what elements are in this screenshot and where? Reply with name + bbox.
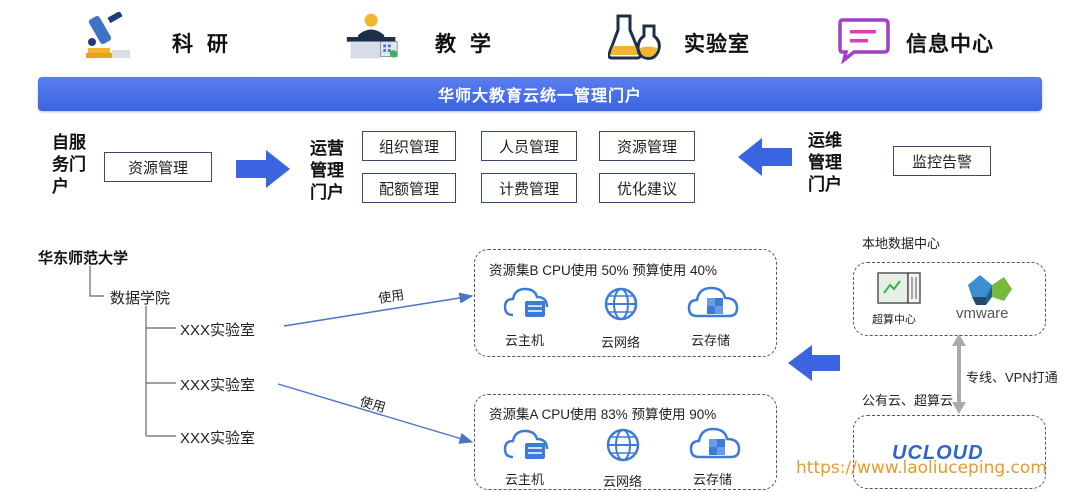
local-datacenter-box[interactable]: 超算中心 vmware	[853, 262, 1046, 336]
cloud-server-icon	[503, 429, 549, 459]
bidirectional-arrow-icon	[952, 334, 966, 414]
resource-set-title: 资源集A CPU使用 83% 预算使用 90%	[489, 407, 717, 422]
cloud-network-label: 云网络	[603, 474, 643, 489]
usage-edge-b	[283, 292, 474, 327]
quota-mgmt-box[interactable]: 配额管理	[362, 173, 456, 203]
usage-label: 使用	[377, 287, 406, 306]
optimization-advice-box[interactable]: 优化建议	[599, 173, 695, 203]
cloud-storage-icon	[689, 427, 741, 459]
globe-network-icon	[606, 428, 640, 462]
cloud-storage-icon	[687, 286, 739, 318]
monitoring-alert-box[interactable]: 监控告警	[893, 146, 991, 176]
public-cloud-label: 公有云、超算云	[862, 393, 954, 408]
resource-mgmt-box[interactable]: 资源管理	[599, 131, 695, 161]
arrow-left-icon	[788, 345, 840, 381]
watermark-url: https://www.laoliuceping.com	[796, 458, 1047, 478]
lab-node[interactable]: XXX实验室	[180, 430, 256, 447]
category-label: 实验室	[684, 33, 750, 56]
flask-icon	[608, 14, 661, 60]
message-icon	[838, 18, 890, 64]
resource-set-b[interactable]: 资源集B CPU使用 50% 预算使用 40% 云主机 云网络 云存储	[474, 249, 777, 357]
cloud-server-icon	[503, 287, 549, 317]
vmware-logo-icon	[968, 275, 1012, 305]
local-datacenter-label: 本地数据中心	[862, 236, 941, 251]
resource-set-a[interactable]: 资源集A CPU使用 83% 预算使用 90% 云主机 云网络 云存储	[474, 394, 777, 490]
lab-node[interactable]: XXX实验室	[180, 377, 256, 394]
category-research: 科 研	[82, 12, 252, 68]
unified-portal-banner: 华师大教育云统一管理门户	[38, 77, 1042, 111]
self-service-portal-label: 自服 务门 户	[52, 133, 86, 196]
link-label: 专线、VPN打通	[966, 370, 1058, 385]
cloud-network-label: 云网络	[601, 335, 641, 350]
public-cloud-box[interactable]: UCLOUD	[853, 415, 1046, 489]
microscope-icon	[86, 12, 130, 58]
cloud-storage-label: 云存储	[693, 472, 733, 487]
university-node: 华东师范大学	[38, 250, 129, 267]
college-node: 数据学院	[110, 290, 171, 307]
arrow-right-icon	[236, 150, 290, 188]
personnel-mgmt-box[interactable]: 人员管理	[481, 131, 577, 161]
category-teaching: 教 学	[345, 12, 515, 68]
ucloud-logo: UCLOUD	[892, 442, 984, 464]
category-info-center: 信息中心	[838, 12, 1028, 68]
cloud-host-label: 云主机	[505, 472, 545, 487]
teacher-podium-icon	[346, 13, 398, 59]
operations-portal-label: 运营 管理 门户	[310, 139, 344, 202]
category-label: 教 学	[435, 33, 495, 56]
category-label: 信息中心	[906, 33, 994, 56]
category-lab: 实验室	[608, 12, 788, 68]
arrow-left-icon	[738, 138, 792, 176]
category-label: 科 研	[172, 33, 232, 56]
org-mgmt-box[interactable]: 组织管理	[362, 131, 456, 161]
supercomputing-label: 超算中心	[872, 314, 916, 326]
lab-node[interactable]: XXX实验室	[180, 322, 256, 339]
billing-mgmt-box[interactable]: 计费管理	[481, 173, 577, 203]
maintenance-portal-label: 运维 管理 门户	[808, 131, 842, 194]
cloud-storage-label: 云存储	[691, 333, 731, 348]
resource-set-title: 资源集B CPU使用 50% 预算使用 40%	[489, 263, 718, 278]
globe-network-icon	[604, 287, 638, 321]
self-service-resource-mgmt-box[interactable]: 资源管理	[104, 152, 212, 182]
vmware-logo: vmware	[956, 305, 1009, 322]
cloud-host-label: 云主机	[505, 333, 545, 348]
supercomputing-icon	[877, 272, 921, 304]
usage-edge-a	[277, 383, 474, 444]
